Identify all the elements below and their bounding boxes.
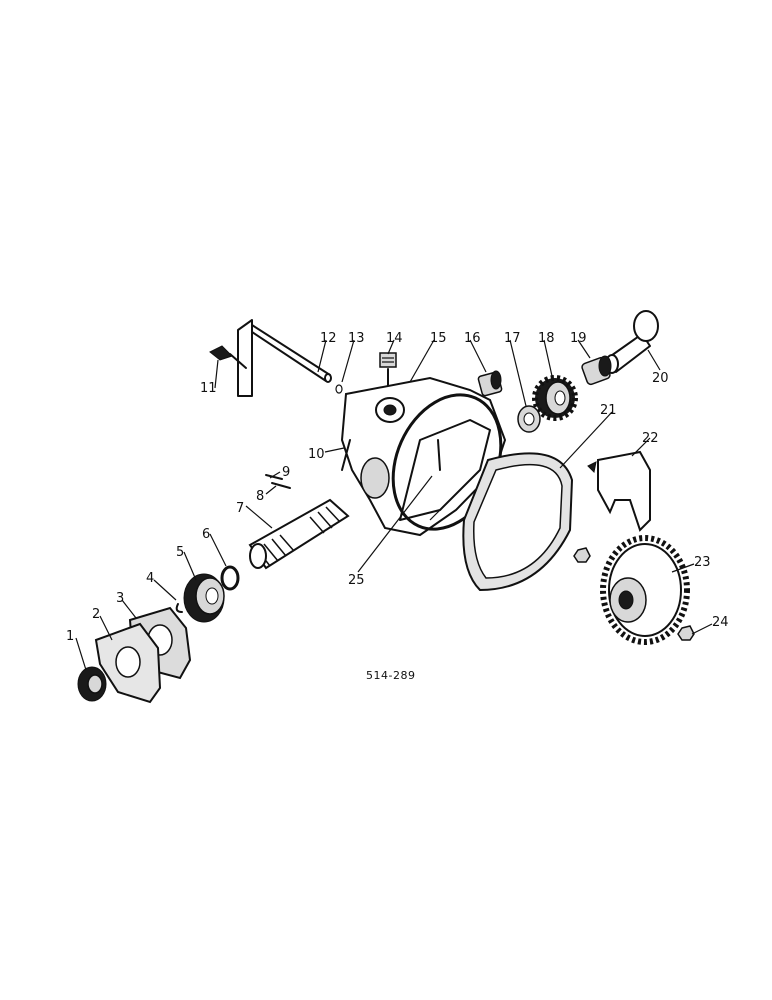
part-12-lever xyxy=(237,319,332,397)
part-6-oring xyxy=(220,565,240,591)
callout-24: 24 xyxy=(712,615,729,630)
part-11-pin xyxy=(209,345,247,369)
callout-9: 9 xyxy=(282,465,290,480)
part-14-plug xyxy=(379,352,397,387)
part-7-shaft xyxy=(248,498,350,570)
part-25-pin xyxy=(437,439,441,471)
callout-16: 16 xyxy=(464,331,481,346)
callout-5: 5 xyxy=(176,545,184,560)
part-10-housing xyxy=(340,376,507,537)
callout-22: 22 xyxy=(642,431,659,446)
callout-25: 25 xyxy=(348,573,365,588)
callout-20: 20 xyxy=(652,371,669,386)
callout-2: 2 xyxy=(92,607,100,622)
part-9-pin xyxy=(265,474,283,480)
part-24-nut xyxy=(573,547,695,641)
reference-number: 514-289 xyxy=(366,669,415,682)
callout-8: 8 xyxy=(256,489,264,504)
part-4-clip xyxy=(175,603,183,613)
callout-15: 15 xyxy=(430,331,447,346)
part-8-pin xyxy=(271,482,291,489)
part-21-gasket xyxy=(462,452,574,592)
callout-3: 3 xyxy=(116,591,124,606)
part-22-fork xyxy=(587,450,651,532)
part-17-washer xyxy=(517,405,541,433)
part-2-cover xyxy=(94,622,162,704)
part-5-bearing xyxy=(183,573,225,623)
part-19-bushing xyxy=(581,355,612,386)
part-18-gear xyxy=(532,375,578,421)
callout-labels: 1 2 3 4 5 6 7 8 9 10 11 12 13 14 15 16 1… xyxy=(66,331,729,644)
callout-12: 12 xyxy=(320,331,337,346)
part-23-gear xyxy=(600,535,690,645)
callout-6: 6 xyxy=(202,527,210,542)
part-20-shaft xyxy=(605,310,659,374)
callout-1: 1 xyxy=(66,629,74,644)
callout-14: 14 xyxy=(386,331,403,346)
callout-18: 18 xyxy=(538,331,555,346)
part-1-seal xyxy=(77,666,107,702)
part-13-oring xyxy=(335,384,343,394)
callout-23: 23 xyxy=(694,555,711,570)
callout-4: 4 xyxy=(146,571,154,586)
callout-21: 21 xyxy=(600,403,617,418)
part-16-bushing xyxy=(477,370,503,397)
callout-13: 13 xyxy=(348,331,365,346)
leader-lines xyxy=(75,339,713,671)
callout-11: 11 xyxy=(200,381,217,396)
callout-10: 10 xyxy=(308,447,325,462)
callout-19: 19 xyxy=(570,331,587,346)
callout-17: 17 xyxy=(504,331,521,346)
callout-7: 7 xyxy=(236,501,244,516)
